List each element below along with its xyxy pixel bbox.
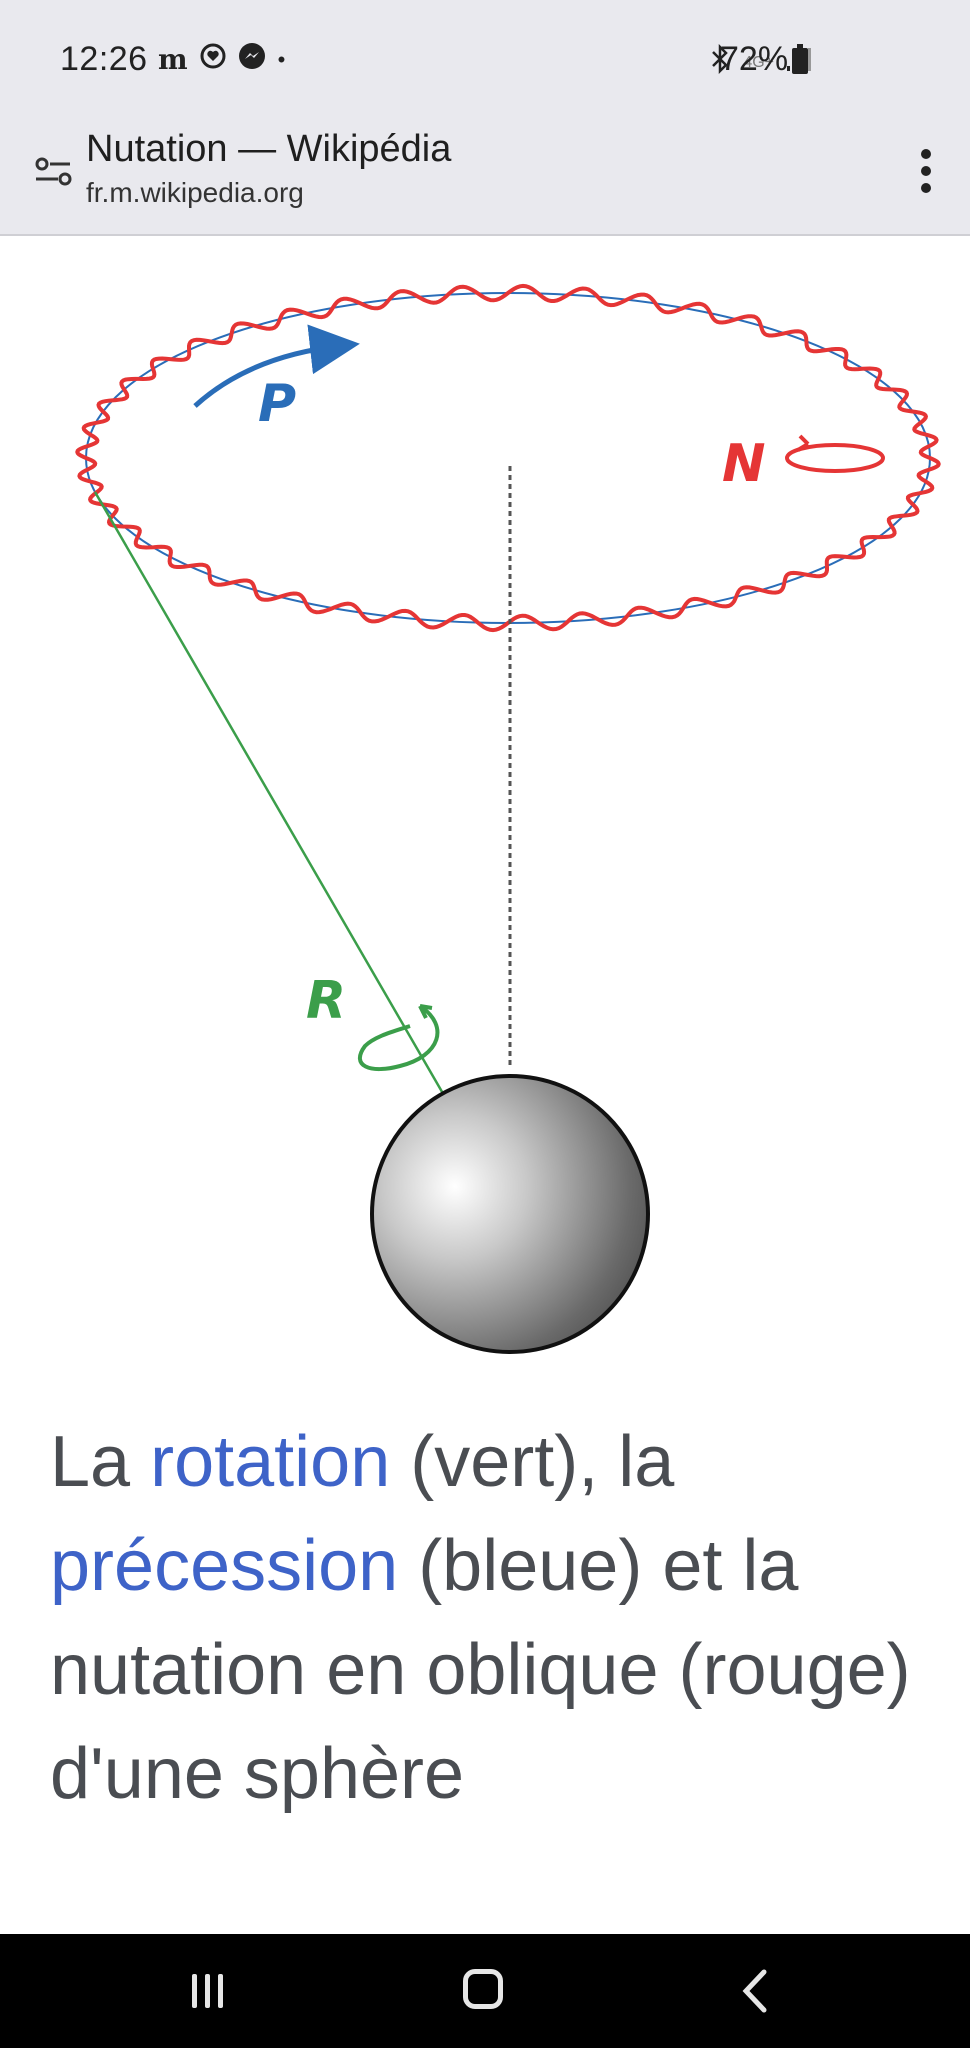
battery-percent: 72%: [720, 40, 789, 78]
back-button[interactable]: [736, 1966, 776, 2016]
battery-icon: [792, 44, 808, 74]
android-nav-bar: [0, 1934, 970, 2048]
recent-apps-button[interactable]: [192, 1974, 232, 2008]
notification-app-icon: m: [158, 43, 188, 76]
bluetooth-icon: [709, 43, 731, 81]
label-p: P: [258, 374, 296, 434]
nutation-path: [75, 283, 941, 633]
figure-caption: La rotation (vert), la précession (bleue…: [50, 1410, 930, 1826]
label-n: N: [722, 434, 766, 494]
browser-address-bar: Nutation — Wikipédia fr.m.wikipedia.org: [0, 122, 970, 236]
nutation-diagram[interactable]: P N R: [0, 236, 970, 1386]
heart-badge-icon: [200, 43, 226, 76]
caption-text-1: La: [50, 1422, 151, 1502]
precession-arrow: [193, 324, 360, 408]
rotation-arrow: [357, 1004, 440, 1072]
home-button[interactable]: [463, 1969, 503, 2009]
rotation-link[interactable]: rotation: [150, 1422, 391, 1502]
sphere: [370, 1074, 650, 1354]
label-r: R: [306, 971, 346, 1031]
more-options-icon[interactable]: [918, 146, 934, 196]
dot-icon: •: [277, 46, 286, 72]
status-bar: 12:26 m • 4G+ 72%: [0, 0, 970, 122]
site-settings-icon[interactable]: [34, 152, 74, 192]
caption-text-3: (bleue) et la nutation en oblique (rouge…: [50, 1526, 911, 1814]
page-title[interactable]: Nutation — Wikipédia: [86, 128, 452, 170]
precession-link[interactable]: précession: [50, 1526, 399, 1606]
caption-text-2: (vert), la: [390, 1422, 675, 1502]
notification-icons: m •: [158, 42, 285, 77]
network-type: 4G+: [743, 53, 774, 71]
nutation-arrow: [785, 434, 885, 473]
rotation-axis: [93, 491, 458, 1117]
page-url[interactable]: fr.m.wikipedia.org: [86, 177, 304, 208]
status-time: 12:26: [60, 40, 148, 78]
messenger-icon: [238, 42, 266, 77]
